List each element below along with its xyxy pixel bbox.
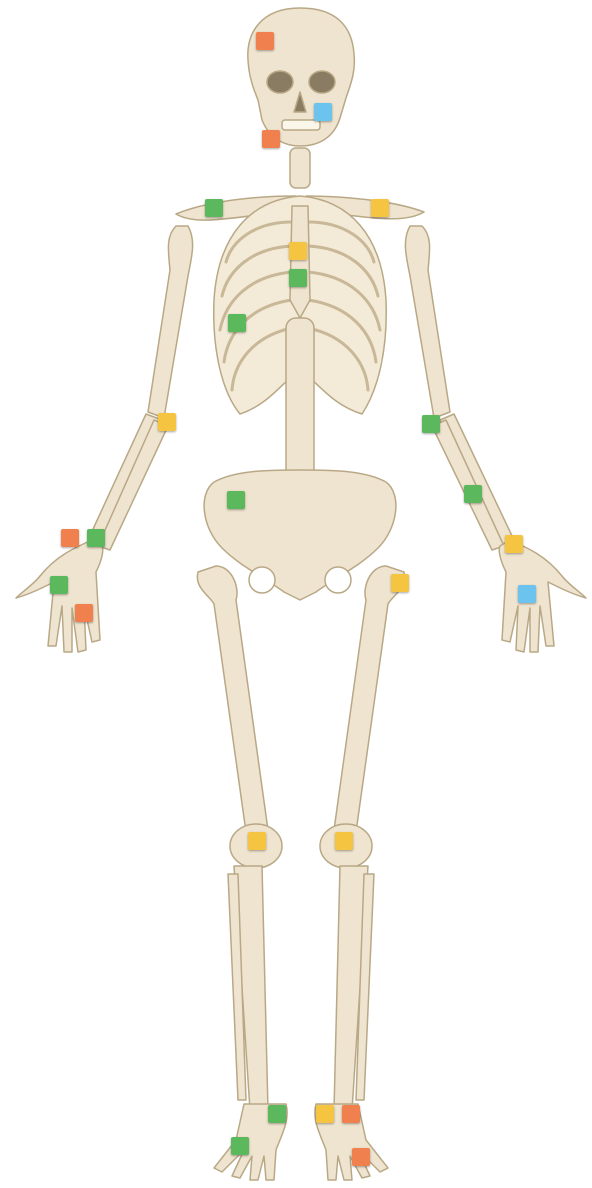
- hand-right: [16, 540, 103, 652]
- marker-shoulder-left[interactable]: [371, 199, 389, 217]
- teeth: [282, 120, 320, 130]
- marker-ankle-left-a[interactable]: [316, 1105, 334, 1123]
- marker-hand-right-fingers[interactable]: [75, 604, 93, 622]
- marker-hand-left[interactable]: [518, 585, 536, 603]
- femur-left: [334, 566, 405, 832]
- marker-ribs-right[interactable]: [228, 314, 246, 332]
- humerus-left: [405, 226, 450, 418]
- marker-elbow-left[interactable]: [422, 415, 440, 433]
- marker-sternum-lower[interactable]: [289, 269, 307, 287]
- marker-elbow-right[interactable]: [158, 413, 176, 431]
- femur-right: [197, 566, 268, 832]
- marker-ankle-left-b[interactable]: [342, 1105, 360, 1123]
- marker-foot-right[interactable]: [231, 1137, 249, 1155]
- marker-hip-left[interactable]: [391, 574, 409, 592]
- marker-wrist-right-b[interactable]: [87, 529, 105, 547]
- marker-jaw-left[interactable]: [262, 130, 280, 148]
- marker-hand-right-thumb[interactable]: [50, 576, 68, 594]
- marker-ankle-right[interactable]: [268, 1105, 286, 1123]
- marker-knee-left[interactable]: [335, 832, 353, 850]
- marker-cheek-right[interactable]: [314, 103, 332, 121]
- humerus-right: [148, 226, 193, 418]
- marker-forearm-left[interactable]: [464, 485, 482, 503]
- obturator-left: [325, 567, 351, 593]
- marker-foot-left[interactable]: [352, 1148, 370, 1166]
- sternum: [290, 206, 310, 318]
- marker-skull-top[interactable]: [256, 32, 274, 50]
- eye-socket-right: [267, 71, 293, 93]
- marker-sternum-upper[interactable]: [289, 242, 307, 260]
- marker-shoulder-right[interactable]: [205, 199, 223, 217]
- hand-left: [499, 540, 586, 652]
- marker-knee-right[interactable]: [248, 832, 266, 850]
- lumbar-spine: [286, 318, 314, 490]
- forearm-right-ulna: [98, 420, 168, 550]
- marker-pelvis-right[interactable]: [227, 491, 245, 509]
- obturator-right: [249, 567, 275, 593]
- marker-wrist-right-a[interactable]: [61, 529, 79, 547]
- marker-wrist-left[interactable]: [505, 535, 523, 553]
- eye-socket-left: [309, 71, 335, 93]
- cervical-spine: [290, 148, 310, 188]
